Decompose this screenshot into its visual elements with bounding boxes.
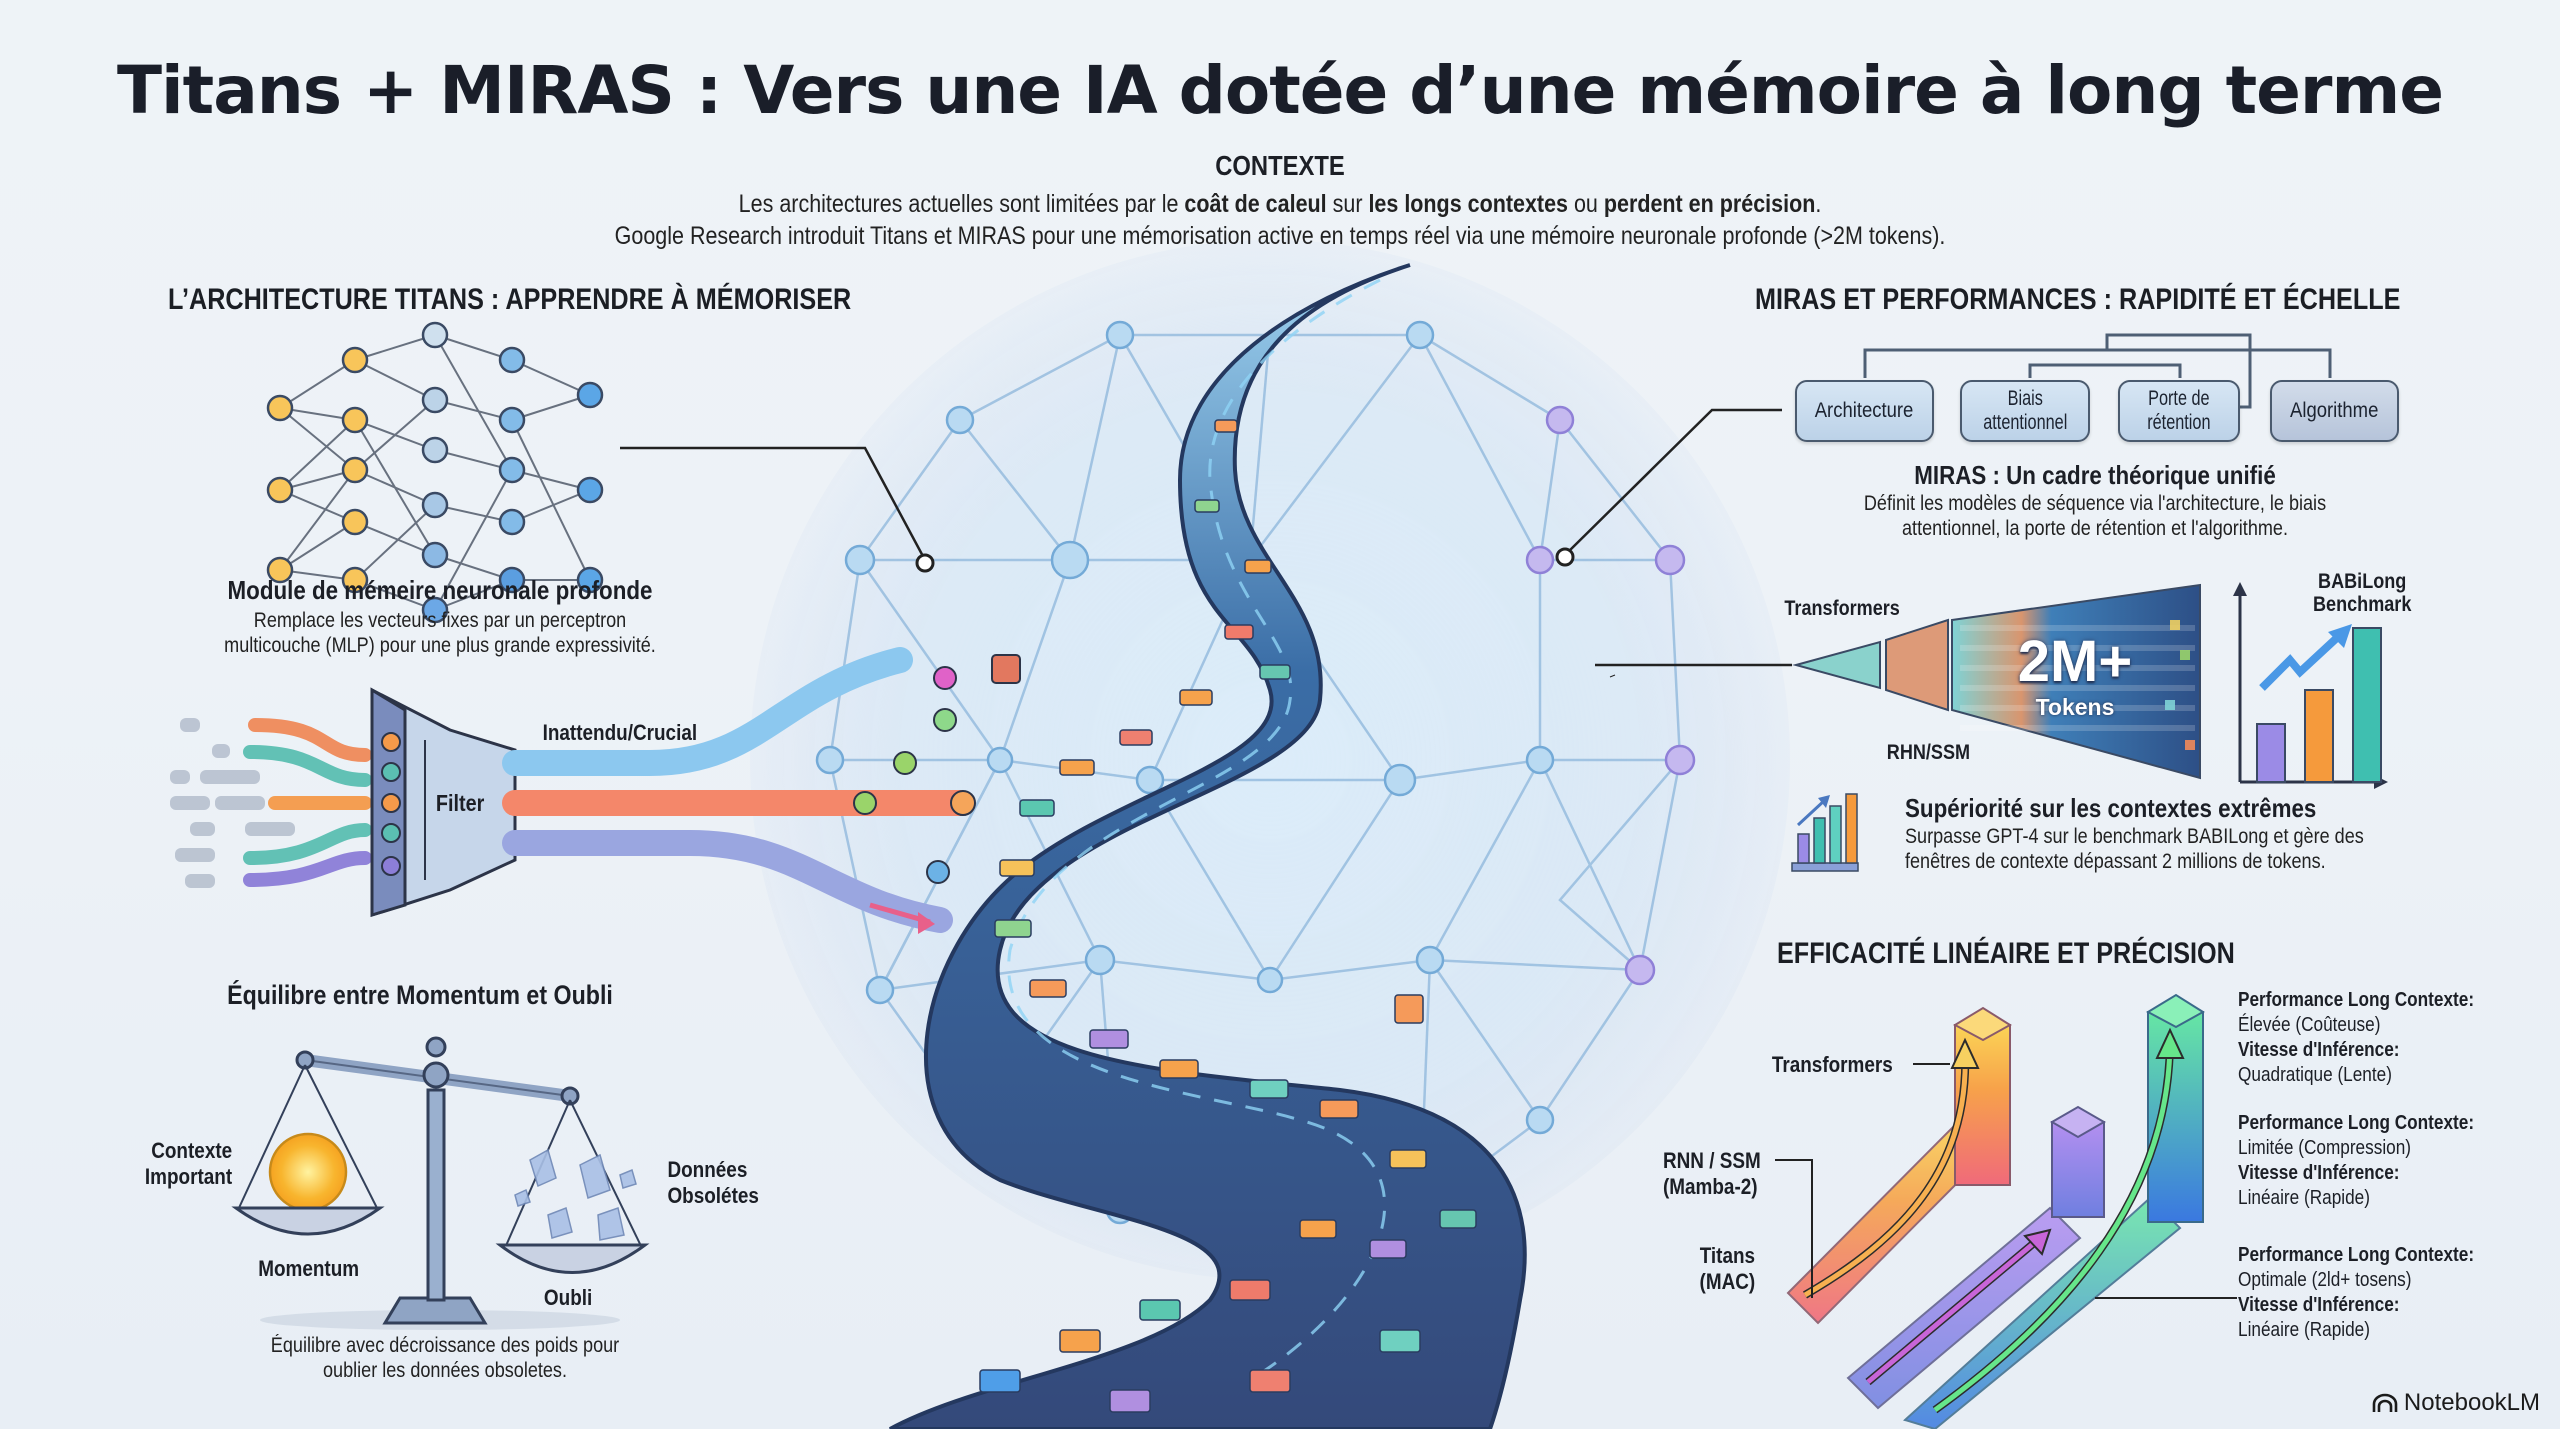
funnel-label-transformers: Transformers [1784,597,1900,620]
miras-caption-title: MIRAS : Un cadre théorique unifié [1914,460,2276,490]
balance-scale-illustration [231,1036,650,1330]
memory-module-title: Module de mémeire neuronale profonde [227,575,653,605]
memory-module-caption: Module de mémeire neuronale profonde Rem… [160,575,720,658]
filter-output-label: Inattendu/Crucial [542,720,698,745]
memory-module-text-1: Remplace les vecteurs fixes par un perce… [253,609,627,632]
balance-right-label-1: Données [667,1157,748,1182]
context-bold-precision: perdent en précision [1603,190,1816,218]
balance-left-label-2: Important [144,1164,233,1189]
bar-label-rnn-1: RNN / SSM [1662,1148,1761,1173]
token-count-value: 2M+ [2017,629,2133,694]
note-titans: Performance Long Contexte: Optimale (2ld… [2238,1243,2474,1343]
miras-tree [1863,333,2332,409]
context-bold-long-contexts: les longs contextes [1368,190,1569,218]
note-speed-label: Vitesse d'Inférence: [2238,1294,2400,1316]
note-speed-value: Quadratique (Lente) [2238,1064,2392,1086]
note-rnn: Performance Long Contexte: Limitée (Comp… [2238,1111,2474,1211]
context-heading: CONTEXTE [1215,150,1345,181]
miras-box-algorithm: Algorithme [2270,380,2399,442]
miras-box-label-1: Biais [2007,387,2043,410]
balance-title: Équilibre entre Momentum et Oubli [227,980,613,1010]
context-line-2: Google Research introduit Titans et MIRA… [614,222,1946,250]
token-blocks [979,419,1477,1413]
babilong-label-1: BABiLong [2318,570,2407,593]
filter-label: Filter [435,790,485,816]
miras-caption-text-1: Définit les modèles de séquence via l'ar… [1863,492,2327,515]
babilong-label-2: Benchmark [2313,593,2412,616]
memory-road [889,263,1527,1429]
section-title-titans: L’ARCHITECTURE TITANS : APPRENDRE À MÉMO… [168,283,852,316]
bar-label-rnn-ssm: RNN / SSM (Mamba-2) [1663,1148,1761,1200]
token-count-unit: Tokens [2035,694,2115,720]
notebooklm-brand-text: NotebookLM [2403,1389,2540,1416]
babilong-label: BABiLong Benchmark [2313,570,2411,616]
bar-label-titans-1: Titans [1699,1243,1756,1268]
babilong-chart [2233,582,2388,789]
balance-right-label-2: Obsolétes [667,1183,759,1208]
note-perf-label: Performance Long Contexte: [2238,1244,2475,1266]
note-perf-value: Élevée (Coûteuse) [2238,1014,2381,1036]
page-title: Titans + MIRAS : Vers une IA dotée d’une… [117,52,2444,129]
memory-module-text-2: multicouche (MLP) pour une plus grande e… [224,634,656,657]
miras-box-label: Algorithme [2290,399,2379,422]
miras-connector-line [1564,408,1782,556]
note-perf-label: Performance Long Contexte: [2238,1112,2475,1134]
token-scale-funnel [1595,583,2201,780]
note-perf-value: Optimale (2ld+ tosens) [2238,1269,2412,1291]
note-perf-value: Limitée (Compression) [2238,1137,2412,1159]
miras-box-architecture: Architecture [1795,380,1934,442]
superiority-title: Supériorité sur les contextes extrêmes [1905,793,2317,823]
mlp-diagram [266,321,935,624]
context-text: . [1815,190,1822,218]
superiority-chart-icon [1791,793,1859,872]
bar-label-transformers: Transformers [1771,1052,1893,1077]
miras-caption-text-2: attentionnel, la porte de rétention et l… [1902,517,2288,540]
context-bold-cost: coât de caleul [1184,190,1327,218]
efficiency-3d-bars [1775,993,2237,1429]
context-text: sur [1326,190,1369,218]
superiority-text-1: Surpasse GPT-4 sur le benchmark BABILong… [1905,825,2364,848]
balance-caption-2: oublier les données obsoletes. [323,1359,567,1382]
bar-label-titans: Titans (MAC) [1700,1243,1756,1295]
balance-left-label: Contexte Important [136,1138,232,1190]
filter-diagram [170,647,1021,934]
miras-box-label-2: rétention [2147,411,2211,434]
bar-label-rnn-2: (Mamba-2) [1662,1174,1758,1199]
funnel-connector [1609,674,1616,678]
note-speed-value: Linéaire (Rapide) [2238,1319,2370,1341]
notebooklm-logo-icon [2372,1393,2398,1412]
notebooklm-brand: NotebookLM [2372,1389,2540,1417]
context-text: Les architectures actuelles sont limitée… [738,190,1185,218]
miras-box-label-2: attentionnel [1982,411,2068,434]
context-text: ou [1568,190,1604,218]
note-speed-value: Linéaire (Rapide) [2238,1187,2370,1209]
note-speed-label: Vitesse d'Inférence: [2238,1162,2400,1184]
note-perf-label: Performance Long Contexte: [2238,989,2475,1011]
section-title-miras: MIRAS ET PERFORMANCES : RAPIDITÉ ET ÉCHE… [1755,283,2401,316]
balance-caption: Équilibre avec décroissance des poids po… [200,1333,690,1383]
funnel-label-rhn-ssm: RHN/SSM [1886,741,1971,764]
miras-box-label: Architecture [1815,399,1914,422]
mlp-connector-line [620,446,927,561]
miras-box-label-1: Porte de [2148,387,2210,410]
balance-left-label-1: Contexte [151,1138,233,1163]
section-title-efficiency: EFFICACITÉ LINÉAIRE ET PRÉCISION [1777,937,2235,970]
momentum-label: Momentum [258,1256,360,1281]
balance-caption-1: Équilibre avec décroissance des poids po… [270,1334,620,1357]
note-transformers: Performance Long Contexte: Élevée (Coûte… [2238,988,2474,1088]
oubli-label: Oubli [543,1285,593,1310]
balance-title-wrap: Équilibre entre Momentum et Oubli [160,980,680,1011]
context-line-1: Les architectures actuelles sont limitée… [179,190,2381,219]
balance-right-label: Données Obsolétes [667,1157,758,1209]
note-speed-label: Vitesse d'Inférence: [2238,1039,2400,1061]
bar-label-titans-2: (MAC) [1699,1269,1756,1294]
miras-caption: MIRAS : Un cadre théorique unifié Défini… [1780,460,2410,541]
superiority-caption: Supériorité sur les contextes extrêmes S… [1905,793,2438,874]
superiority-text-2: fenêtres de contexte dépassant 2 million… [1905,850,2326,873]
